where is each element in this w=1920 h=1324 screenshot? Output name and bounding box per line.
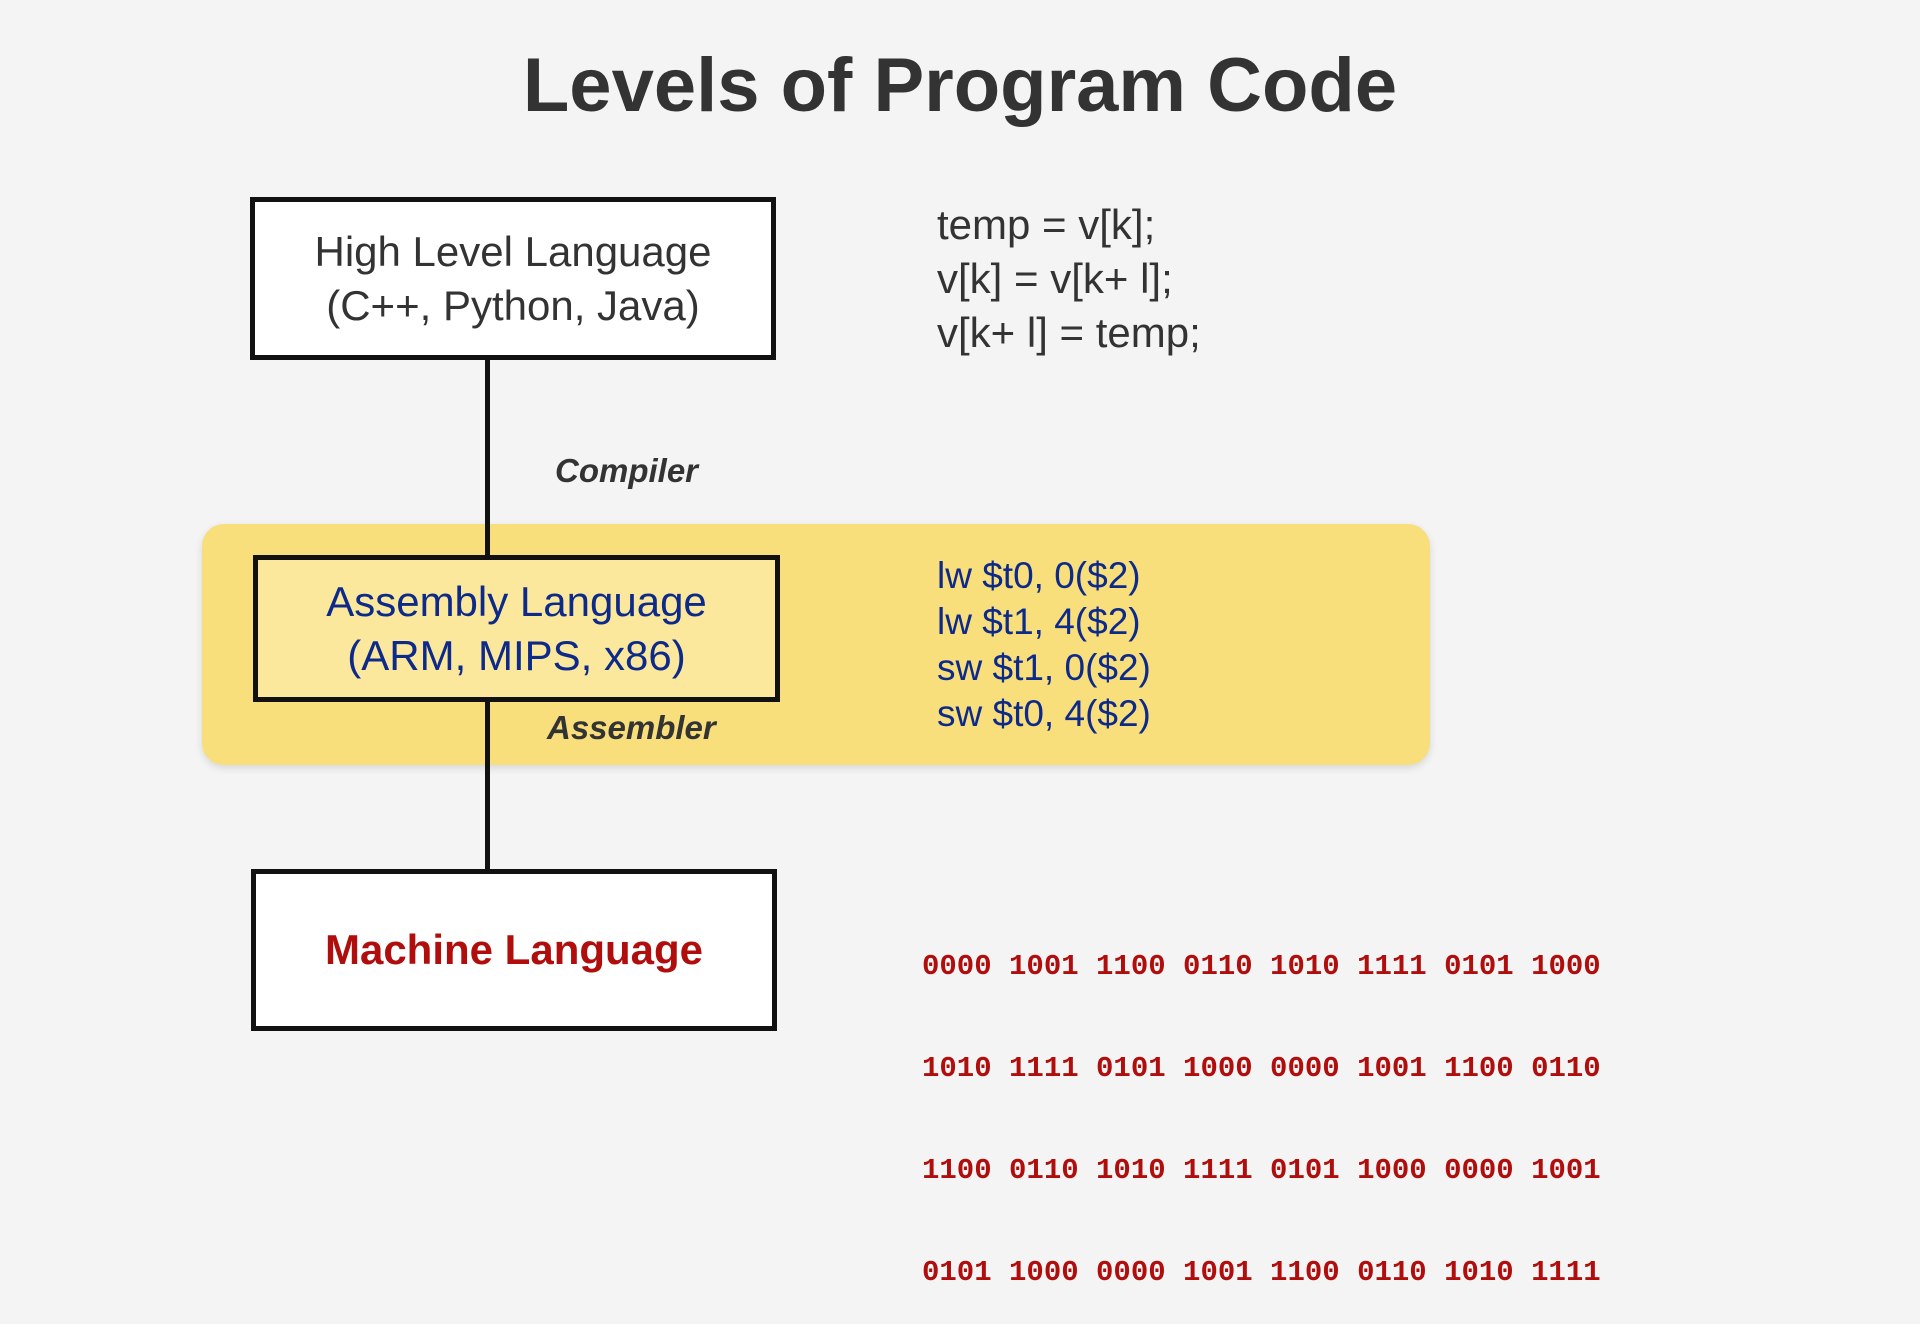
assembly-code: lw $t0, 0($2) lw $t1, 4($2) sw $t1, 0($2… [937,553,1151,737]
code-line: v[k+ l] = temp; [937,309,1201,356]
code-line: lw $t1, 4($2) [937,601,1141,642]
connector-line-assembler [485,700,490,871]
binary-line: 0000 1001 1100 0110 1010 1111 0101 1000 [922,950,1601,983]
high-level-code: temp = v[k]; v[k] = v[k+ l]; v[k+ l] = t… [937,198,1201,360]
assembly-examples: (ARM, MIPS, x86) [347,631,686,679]
machine-title: Machine Language [324,926,704,973]
code-line: v[k] = v[k+ l]; [937,255,1173,302]
high-level-examples: (C++, Python, Java) [326,281,700,329]
binary-line: 1100 0110 1010 1111 0101 1000 0000 1001 [922,1154,1601,1187]
compiler-label: Compiler [555,452,699,489]
connector-line-compiler [485,358,490,558]
assembly-title: Assembly Language [326,577,707,625]
machine-code: 0000 1001 1100 0110 1010 1111 0101 1000 … [922,882,1601,1324]
page-title: Levels of Program Code [522,43,1398,128]
high-level-title: High Level Language [314,227,712,275]
assembly-language-box: Assembly Language (ARM, MIPS, x86) [253,555,780,702]
binary-line: 0101 1000 0000 1001 1100 0110 1010 1111 [922,1256,1601,1289]
binary-line: 1010 1111 0101 1000 0000 1001 1100 0110 [922,1052,1601,1085]
code-line: temp = v[k]; [937,201,1156,248]
code-line: lw $t0, 0($2) [937,555,1141,596]
machine-language-box: Machine Language [251,869,777,1031]
assembler-label: Assembler [547,709,716,746]
code-line: sw $t1, 0($2) [937,647,1151,688]
high-level-language-box: High Level Language (C++, Python, Java) [250,197,776,360]
code-line: sw $t0, 4($2) [937,693,1151,734]
